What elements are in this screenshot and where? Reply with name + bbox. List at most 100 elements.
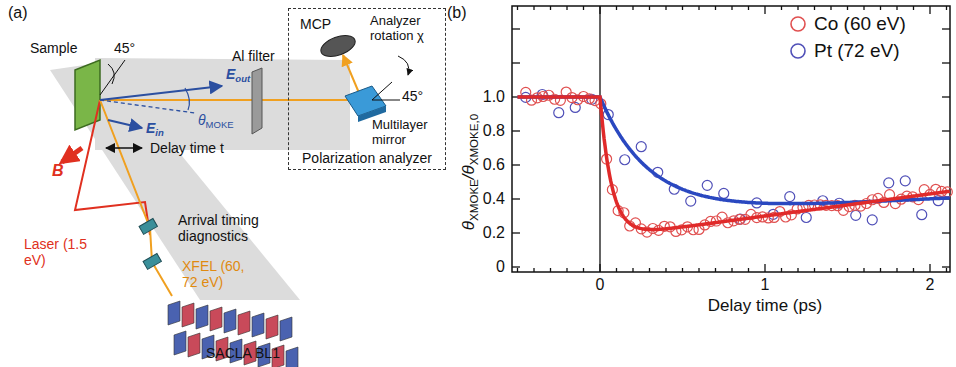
label-text: Laser (1.5 eV) [24,236,87,268]
plot-frame [512,6,950,272]
tick [550,6,551,10]
undulator-block [266,315,278,339]
tick [512,198,520,199]
label-text: 45° [114,40,135,56]
text-label: 0.4 [483,190,505,208]
pt-point [620,155,630,165]
pt-point [719,188,729,198]
label-text: SACLA BL1 [206,345,280,361]
tick [517,268,518,272]
analyzer-box: Polarization analyzer [288,8,446,170]
tick [880,268,881,272]
text-label: 0 [596,276,605,294]
tick [863,6,864,10]
label-text: Arrival timing diagnostics [178,212,259,244]
symbol-label: θMOKE [198,112,234,131]
undulator-block [182,303,194,327]
label-text: θ [459,221,478,230]
undulator-block [168,301,180,325]
pt-point [851,210,861,220]
tick [583,268,584,272]
undulator-block [196,305,208,329]
undulator-block [238,311,250,335]
legend-marker [791,44,805,58]
text-label: XFEL (60, 72 eV) [182,258,262,290]
pt-fit [518,97,950,204]
tick [946,6,947,10]
tick [512,164,520,165]
label-text: 2 [926,276,935,293]
text-label: Delay time (ps) [708,296,822,316]
tick [731,268,732,272]
tick [896,268,897,272]
subscript: in [155,127,163,138]
undulator-block [224,309,236,333]
symbol-label: θXMOKE/θXMOKE,0 [459,114,481,230]
tick [847,6,848,10]
label-text: E [226,66,235,82]
tick [913,6,914,10]
tick [632,268,633,272]
pt-point [686,196,696,206]
zero-line [599,6,600,272]
tick [942,96,950,97]
label-text: 1.0 [483,88,505,105]
tick [814,268,815,272]
tick [512,28,520,29]
tick [781,268,782,272]
tick [942,164,950,165]
pt-point [785,192,795,202]
label-text: 0 [596,276,605,293]
undulator-block [286,347,298,367]
tick [942,232,950,233]
tick [929,6,930,14]
tick [942,28,950,29]
tick [649,6,650,10]
subscript: XMOKE,0 [468,114,480,165]
label-text: B [52,162,64,179]
tick [764,6,765,14]
undulator-block [280,317,292,341]
tick [896,6,897,10]
pt-point [702,180,712,190]
text-label: MCP [300,16,331,32]
tick [764,264,765,272]
subscript: MOKE [206,119,234,130]
tick [715,6,716,10]
text-label: Sample [30,40,77,56]
box-heading: Polarization analyzer [289,150,445,166]
label-text: Delay time t [150,140,224,156]
tick [814,6,815,10]
tick [682,6,683,10]
text-label: (a) [8,4,28,22]
label-text: 0.8 [483,122,505,139]
text-label: Al filter [232,48,275,64]
legend-text: Co (60 eV) [812,13,908,35]
label-text: Analyzer rotation χ [370,13,424,43]
text-label: 1 [761,276,770,294]
undulator-block [210,307,222,331]
tick [632,6,633,10]
pt-point [867,215,877,225]
undulator-block [252,313,264,337]
tick [665,268,666,272]
pt-point [636,142,646,152]
label-text: 0.6 [483,156,505,173]
label-text: XFEL (60, 72 eV) [182,258,245,290]
tick [847,268,848,272]
label-text: 0.4 [483,190,505,207]
tick [830,268,831,272]
text-label: 1.0 [483,88,505,106]
tick [566,268,567,272]
tick [616,268,617,272]
text-label: Arrival timing diagnostics [178,212,288,244]
tick [550,268,551,272]
tick [942,130,950,131]
label-text: /θ [459,165,478,179]
text-label: Multilayer mirror [372,118,438,148]
text-label: 45° [114,40,135,56]
tick [731,6,732,10]
text-label: Analyzer rotation χ [370,14,440,44]
tick [781,6,782,10]
text-label: (b) [447,4,467,22]
